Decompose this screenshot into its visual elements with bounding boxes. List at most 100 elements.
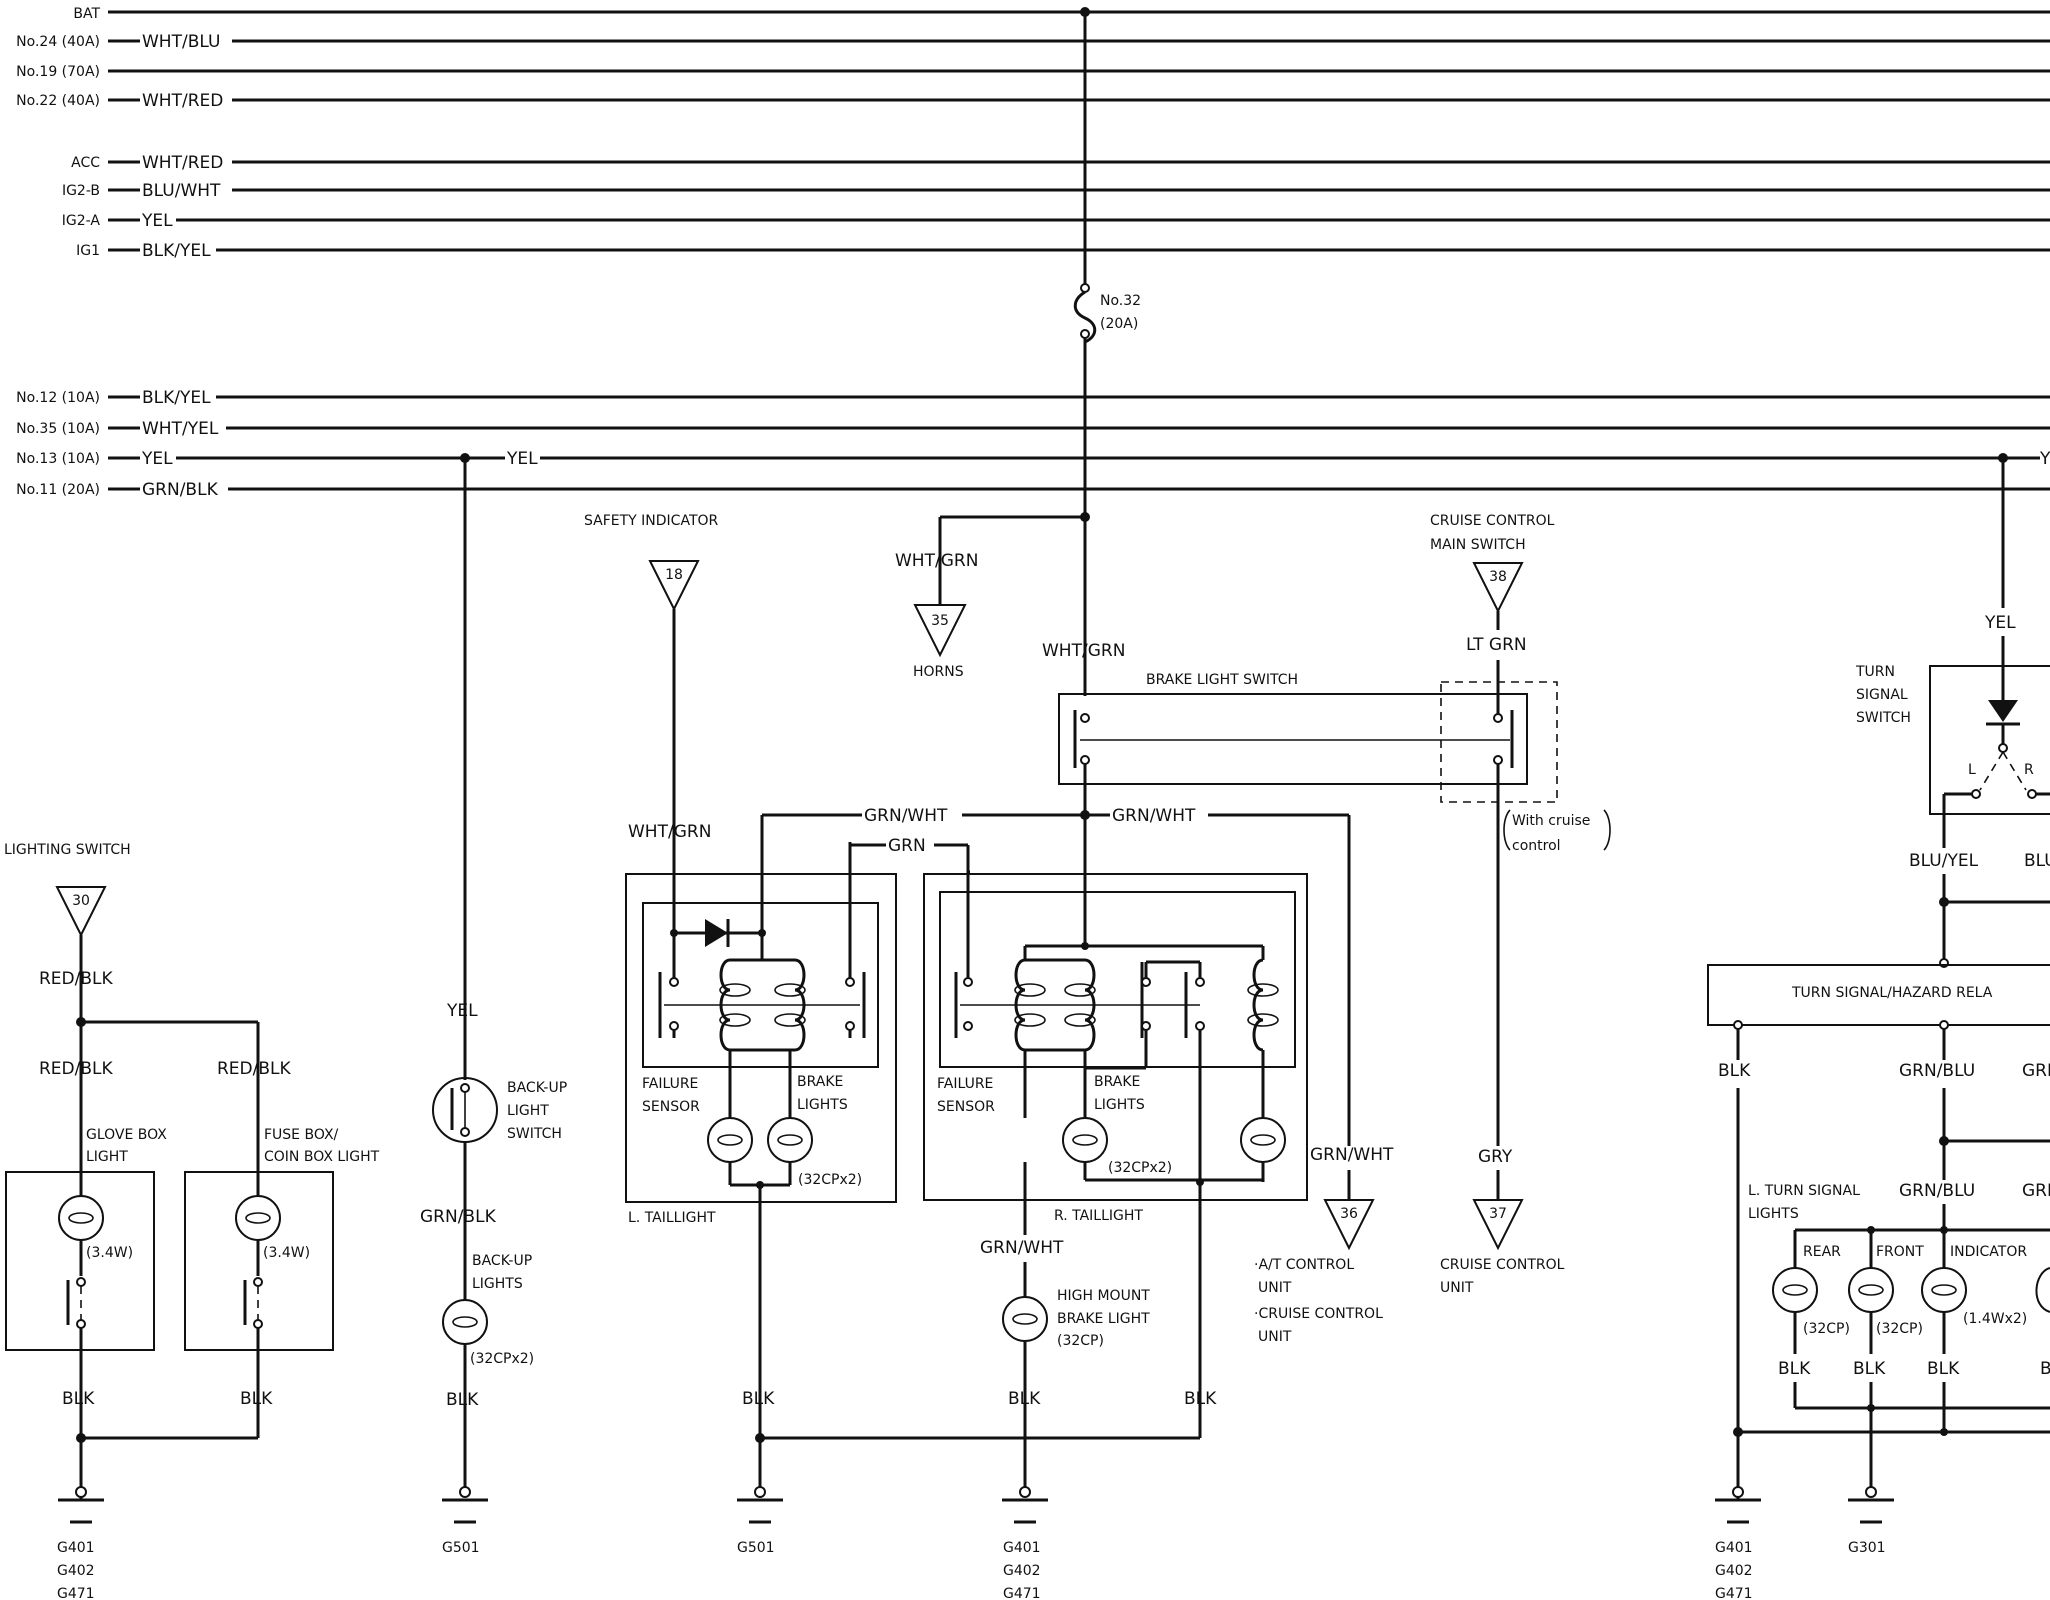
ground-g5c: G471 bbox=[1715, 1586, 1753, 1600]
ground-g4b: G402 bbox=[1003, 1563, 1041, 1579]
rail-wire-no12: BLK/YEL bbox=[142, 388, 211, 408]
backup-yel-label: YEL bbox=[446, 1001, 478, 1021]
lighting-wire-left: RED/BLK bbox=[39, 1059, 114, 1079]
turn-front-rating: (32CP) bbox=[1876, 1321, 1923, 1337]
r-brake-bulb-1-icon bbox=[1062, 1117, 1108, 1163]
r-sensor-coil-left bbox=[1014, 958, 1096, 1052]
high-mount-blk-label: BLK bbox=[1008, 1389, 1041, 1409]
at-unit-label-2: UNIT bbox=[1258, 1280, 1292, 1296]
power-rail-labels: BAT No.24 (40A) WHT/BLU No.19 (70A) No.2… bbox=[16, 6, 223, 500]
rail-label-no24: No.24 (40A) bbox=[16, 34, 100, 50]
r-failure-sensor-label-1: FAILURE bbox=[937, 1076, 993, 1092]
turn-front-bulb-icon bbox=[1848, 1267, 1894, 1313]
ground-icon bbox=[1848, 1486, 1894, 1524]
r-taillight-assembly: FAILURE SENSOR BRAKE LIGHTS (32CPx2) R. … bbox=[923, 815, 1308, 1438]
brake-switch-title: BRAKE LIGHT SWITCH bbox=[1146, 672, 1298, 688]
safety-conn-number: 18 bbox=[665, 567, 683, 583]
turn-indicator-bulb-icon bbox=[1921, 1267, 1967, 1313]
rail-label-ig2b: IG2-B bbox=[62, 183, 100, 199]
backup-switch-label-2: LIGHT bbox=[507, 1103, 549, 1119]
backup-yel-rail-label: YEL bbox=[506, 449, 538, 469]
grnwht-right-label: GRN/WHT bbox=[1112, 806, 1196, 826]
l-failure-sensor-label-1: FAILURE bbox=[642, 1076, 698, 1092]
turn-signal-switch-frame bbox=[1929, 665, 2050, 815]
junction-dot bbox=[1940, 1428, 1948, 1436]
lighting-wire-right: RED/BLK bbox=[217, 1059, 292, 1079]
turn-switch-label-2: SIGNAL bbox=[1856, 687, 1908, 703]
turn-relay-label: TURN SIGNAL/HAZARD RELA bbox=[1791, 985, 1993, 1001]
lighting-switch-section: LIGHTING SWITCH 30 RED/BLK RED/BLK RED/B… bbox=[4, 842, 380, 1500]
l-brake-lights-label-2: LIGHTS bbox=[797, 1097, 848, 1113]
at-unit-label-4: UNIT bbox=[1258, 1329, 1292, 1345]
cruise-note-1: With cruise bbox=[1512, 813, 1590, 829]
fuse-box-title: FUSE BOX/ bbox=[264, 1127, 339, 1143]
grn-label: GRN bbox=[888, 836, 926, 856]
high-mount-label-1: HIGH MOUNT bbox=[1057, 1288, 1150, 1304]
high-mount-rating: (32CP) bbox=[1057, 1333, 1104, 1349]
turn-blk-3: BLK bbox=[1927, 1359, 1960, 1379]
rail-label-no12: No.12 (10A) bbox=[16, 390, 100, 406]
glove-box-title: GLOVE BOX bbox=[86, 1127, 167, 1143]
rail-wire-ig2b: BLU/WHT bbox=[142, 181, 221, 201]
rail-label-ig1: IG1 bbox=[76, 243, 100, 259]
fuse-box-bulb-icon bbox=[235, 1195, 281, 1241]
at-conn-number: 36 bbox=[1340, 1206, 1358, 1222]
ground-g1: G401 bbox=[57, 1540, 95, 1556]
l-brake-bulb-1-icon bbox=[707, 1117, 753, 1163]
glove-box-rating: (3.4W) bbox=[86, 1245, 133, 1261]
high-mount-wire-label: GRN/WHT bbox=[980, 1238, 1064, 1258]
r-failure-sensor-frame bbox=[939, 891, 1296, 1068]
lighting-conn-number: 30 bbox=[72, 893, 90, 909]
rail-wire-no24: WHT/BLU bbox=[142, 32, 220, 52]
high-mount-brake-light: GRN/WHT HIGH MOUNT BRAKE LIGHT (32CP) BL… bbox=[980, 1162, 1150, 1492]
junction-dot bbox=[1867, 1404, 1875, 1412]
rail-wire-no35: WHT/YEL bbox=[142, 419, 219, 439]
turn-rear-bulb-icon bbox=[1772, 1267, 1818, 1313]
turn-blk-1: BLK bbox=[1778, 1359, 1811, 1379]
turn-rear-rating: (32CP) bbox=[1803, 1321, 1850, 1337]
r-brake-lights-label-2: LIGHTS bbox=[1094, 1097, 1145, 1113]
turn-switch-l: L bbox=[1968, 762, 1976, 778]
safety-wire-label: WHT/GRN bbox=[628, 822, 711, 842]
rail-label-ig2a: IG2-A bbox=[62, 213, 101, 229]
fuse-box-rating: (3.4W) bbox=[263, 1245, 310, 1261]
backup-lights-label-2: LIGHTS bbox=[472, 1276, 523, 1292]
power-rails bbox=[108, 10, 2050, 491]
ground-icon bbox=[737, 1486, 783, 1524]
ground-g5b: G402 bbox=[1715, 1563, 1753, 1579]
cruise-main-title-1: CRUISE CONTROL bbox=[1430, 513, 1555, 529]
rail-label-bat: BAT bbox=[73, 6, 100, 22]
rail-label-no19: No.19 (70A) bbox=[16, 64, 100, 80]
ground-g1b: G402 bbox=[57, 1563, 95, 1579]
fuse-terminal bbox=[1080, 329, 1090, 339]
fuse-blk-label: BLK bbox=[240, 1389, 273, 1409]
rail-label-no22: No.22 (40A) bbox=[16, 93, 100, 109]
l-taillight-name: L. TAILLIGHT bbox=[628, 1210, 716, 1226]
ground-g6: G301 bbox=[1848, 1540, 1886, 1556]
ground-g3: G501 bbox=[737, 1540, 775, 1556]
cruise-main-title-2: MAIN SWITCH bbox=[1430, 537, 1526, 553]
rail-wire-no22: WHT/RED bbox=[142, 91, 223, 111]
turn-grn-cut-label: GRN bbox=[2022, 1061, 2050, 1081]
backup-lights-label-1: BACK-UP bbox=[472, 1253, 532, 1269]
bat-feed: No.32 (20A) bbox=[938, 7, 1141, 696]
l-sensor-coil bbox=[719, 958, 806, 1052]
backup-light-section: YEL YEL BACK-UP LIGHT SWITCH GRN/BLK BAC… bbox=[420, 449, 567, 1492]
high-mount-bulb-icon bbox=[1002, 1296, 1048, 1342]
turn-blu-label: BLU bbox=[2024, 851, 2050, 871]
rail-label-no35: No.35 (10A) bbox=[16, 421, 100, 437]
ground-g5: G401 bbox=[1715, 1540, 1753, 1556]
rail-wire-ig1: BLK/YEL bbox=[142, 241, 211, 261]
l-brake-lights-label-1: BRAKE bbox=[797, 1074, 843, 1090]
ground-g4: G401 bbox=[1003, 1540, 1041, 1556]
fuse-32-rating: (20A) bbox=[1100, 316, 1138, 332]
turn-blk-2: BLK bbox=[1853, 1359, 1886, 1379]
horns-connector: WHT/GRN 35 HORNS bbox=[895, 551, 978, 680]
turn-grnblu-label-2: GRN/BLU bbox=[1899, 1181, 1975, 1201]
turn-grnblu-label-1: GRN/BLU bbox=[1899, 1061, 1975, 1081]
turn-rear-label: REAR bbox=[1803, 1244, 1841, 1260]
turn-switch-label-1: TURN bbox=[1855, 664, 1895, 680]
grnwht-left-label: GRN/WHT bbox=[864, 806, 948, 826]
turn-signal-section: YEL YEL TURN SIGNAL SWITCH L R BLU/YEL B… bbox=[1707, 449, 2050, 1500]
